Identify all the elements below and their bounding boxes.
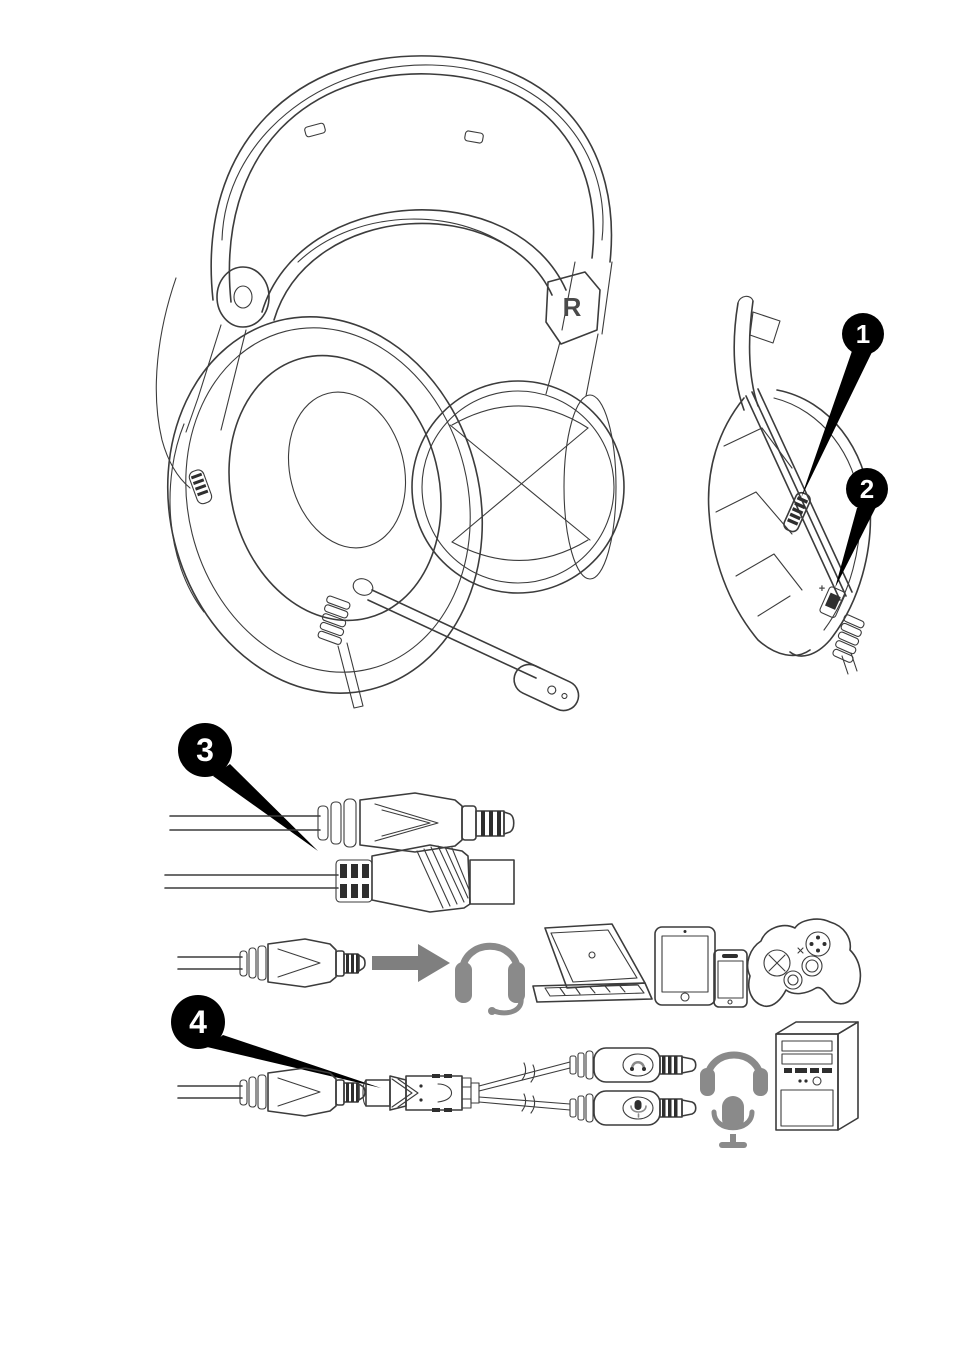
usb-plug <box>164 844 515 913</box>
earcup-side-view: + <box>707 295 872 675</box>
headset-cable <box>317 595 364 709</box>
audio-jack-plug <box>169 792 515 853</box>
game-controller-icon <box>746 918 862 1008</box>
mic-capsule <box>513 663 580 712</box>
callout-2: 2 <box>835 468 888 588</box>
laptop-icon <box>532 923 653 1003</box>
tablet-icon <box>654 926 716 1006</box>
callout-1-number: 1 <box>856 319 870 349</box>
microphone-icon <box>711 1096 755 1148</box>
aux-cable-plug <box>177 938 366 988</box>
left-volume-wheel <box>188 469 213 505</box>
smartphone-icon <box>713 949 748 1008</box>
callout-3: 3 <box>178 723 318 851</box>
headphones-icon <box>700 1051 768 1096</box>
right-arrow-icon <box>372 944 450 982</box>
gaming-headset-icon <box>455 942 525 1016</box>
splitter-cable <box>177 1047 697 1126</box>
volume-plus-label: + <box>819 583 825 595</box>
callout-2-number: 2 <box>860 474 874 504</box>
callout-4: 4 <box>171 995 381 1088</box>
microphone-plug <box>569 1090 697 1126</box>
callout-3-number: 3 <box>196 732 214 768</box>
right-ear-marker: R <box>563 292 582 322</box>
desktop-pc-icon <box>775 1021 859 1131</box>
headphone-plug <box>569 1047 697 1083</box>
callout-4-number: 4 <box>189 1004 207 1040</box>
callout-1: 1 <box>801 313 884 498</box>
y-splitter-adapter <box>362 1074 480 1112</box>
volume-wheel <box>783 491 811 533</box>
headset-illustration: R <box>155 55 625 712</box>
splitter-aux-plug <box>177 1067 366 1117</box>
mic-switch <box>819 586 846 619</box>
